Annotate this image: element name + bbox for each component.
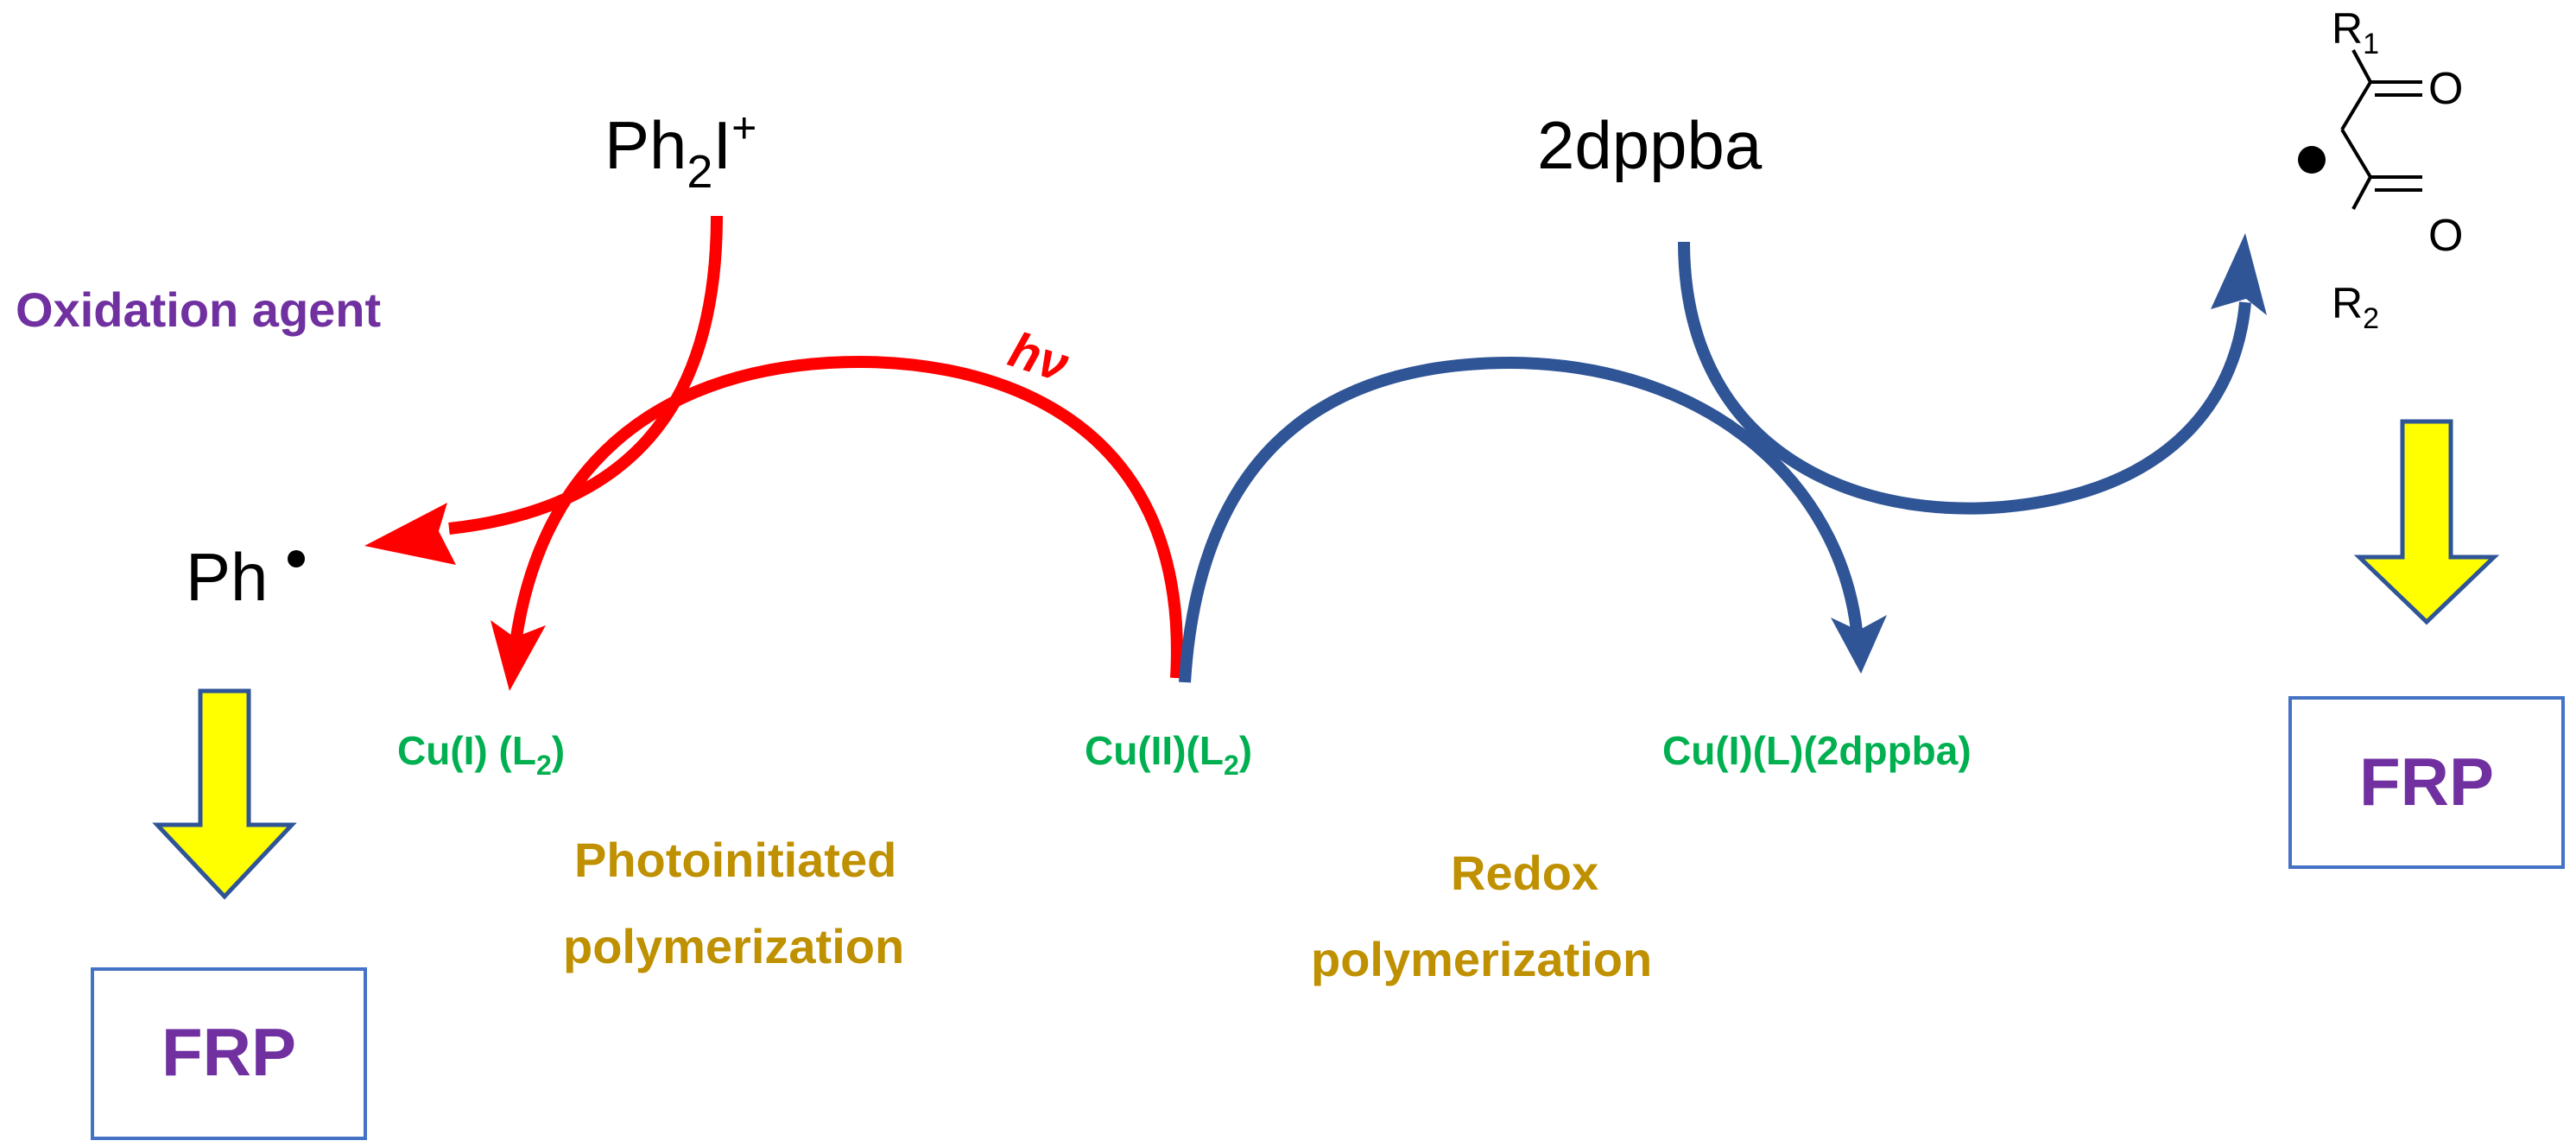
hv-arrowhead bbox=[491, 620, 546, 691]
dicarbonyl-radical-structure bbox=[2340, 49, 2422, 210]
right-yellow-down-arrow bbox=[2353, 419, 2500, 625]
redox-polymerization-line2: polymerization bbox=[1311, 932, 1652, 986]
redox-polymerization-line1: Redox bbox=[1451, 846, 1598, 900]
blue-cycle bbox=[1179, 233, 2267, 683]
cu1-l2-label: Cu(I) (L2) bbox=[397, 728, 565, 781]
iodonium-reduction-arrow bbox=[448, 215, 723, 535]
photoinitiated-polymerization-line2: polymerization bbox=[563, 919, 904, 973]
red-cycle bbox=[364, 215, 1183, 691]
donor-2dppba: 2dppba bbox=[1537, 107, 1763, 183]
oxidation-agent-label: Oxidation agent bbox=[16, 282, 381, 337]
cu2-l2-label: Cu(II)(L2) bbox=[1085, 728, 1252, 781]
light-label: hν bbox=[1003, 321, 1075, 393]
iodonium-salt: Ph2I+ bbox=[604, 104, 756, 198]
donor-oxidation-arrow bbox=[1678, 241, 2251, 515]
left-yellow-down-arrow bbox=[152, 688, 297, 900]
photoinitiated-polymerization-line1: Photoinitiated bbox=[574, 833, 896, 887]
left-frp-label: FRP bbox=[161, 1014, 296, 1090]
phenyl-radical-arrowhead bbox=[364, 503, 456, 565]
phenyl-radical: Ph bbox=[186, 539, 268, 615]
dppba-radical-arrowhead bbox=[2211, 233, 2267, 315]
radical-dot-phenyl bbox=[288, 550, 305, 567]
r2-substituent: R2 bbox=[2332, 279, 2379, 335]
carbonyl-oxygen-top: O bbox=[2428, 64, 2463, 114]
right-frp-box bbox=[2288, 696, 2565, 869]
right-frp-label: FRP bbox=[2359, 744, 2494, 820]
cu1-l-dppba-label: Cu(I)(L)(2dppba) bbox=[1662, 728, 1972, 773]
r1-substituent: R1 bbox=[2332, 4, 2379, 60]
carbonyl-oxygen-bottom: O bbox=[2428, 211, 2463, 261]
left-frp-box bbox=[91, 967, 367, 1140]
redox-arc-arrowhead bbox=[1831, 615, 1887, 674]
radical-dot-dicarbonyl bbox=[2298, 146, 2326, 174]
hv-arc-arrow bbox=[508, 355, 1183, 679]
redox-arc-arrow bbox=[1179, 356, 1863, 683]
